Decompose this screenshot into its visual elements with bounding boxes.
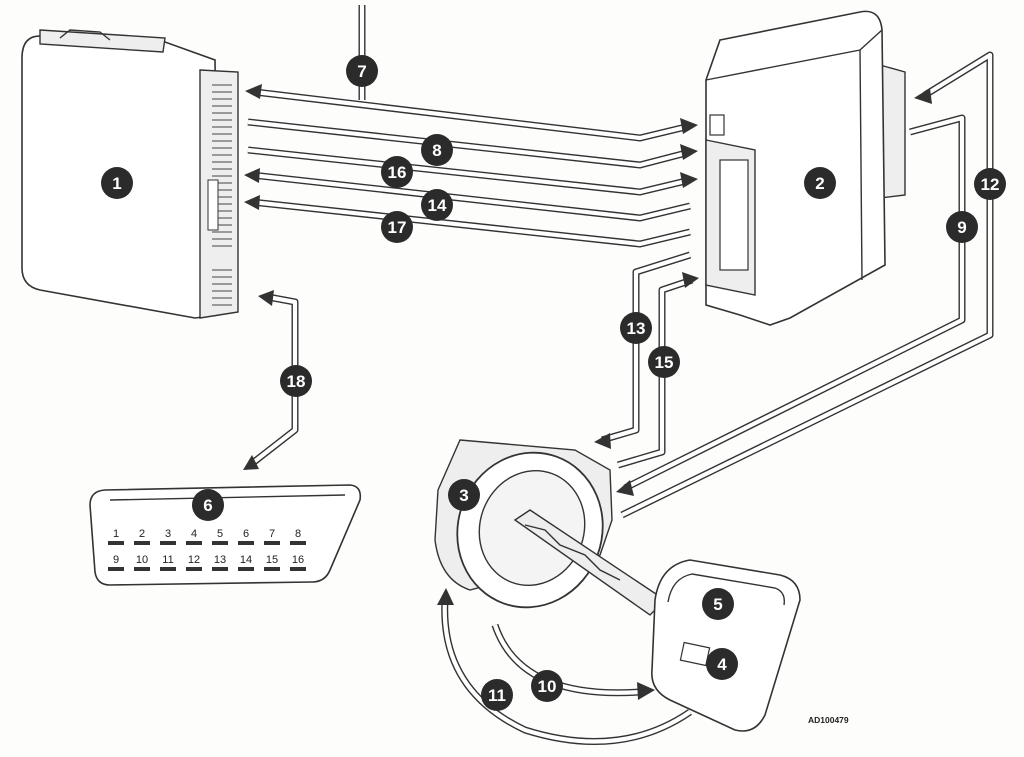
diagnostic-connector: 1 2 3 4 5 6 7 8 9 10 11 12 13 14 15 16 (89, 484, 362, 586)
callout-label: 17 (388, 218, 407, 237)
callout-badge-6: 6 (192, 489, 224, 521)
callout-label: 2 (815, 174, 824, 193)
connector-pin-row-top: 1 2 3 4 5 6 7 8 (113, 528, 301, 540)
callout-label: 7 (357, 62, 366, 81)
callout-label: 13 (627, 319, 646, 338)
callout-badge-14: 14 (421, 189, 453, 221)
callout-badge-18: 18 (280, 365, 312, 397)
callout-label: 8 (432, 141, 441, 160)
callout-badge-15: 15 (648, 346, 680, 378)
pin-label: 12 (188, 554, 200, 566)
callout-badge-16: 16 (381, 156, 413, 188)
pin-label: 8 (295, 528, 301, 540)
pin-label: 5 (217, 528, 223, 540)
immobiliser-module (705, 10, 906, 326)
callout-label: 5 (713, 595, 722, 614)
callout-label: 1 (112, 174, 121, 193)
callout-label: 11 (488, 686, 506, 705)
callout-label: 15 (655, 353, 674, 372)
callout-label: 10 (538, 677, 557, 696)
pin-label: 16 (292, 554, 304, 566)
reference-code: AD100479 (808, 715, 849, 725)
callout-badge-3: 3 (448, 479, 480, 511)
pin-label: 14 (240, 554, 252, 566)
pin-label: 3 (165, 528, 171, 540)
callout-badge-7: 7 (346, 55, 378, 87)
callout-label: 18 (287, 372, 306, 391)
callout-label: 4 (717, 655, 727, 674)
pin-label: 4 (191, 528, 197, 540)
callout-badge-1: 1 (101, 167, 133, 199)
callout-badge-12: 12 (974, 168, 1006, 200)
callout-badge-5: 5 (702, 588, 734, 620)
pin-label: 6 (243, 528, 249, 540)
callout-badge-9: 9 (946, 211, 978, 243)
callout-badge-8: 8 (421, 134, 453, 166)
pin-label: 1 (113, 528, 119, 540)
pin-label: 10 (136, 554, 148, 566)
ignition-key (513, 509, 801, 732)
pin-label: 7 (269, 528, 275, 540)
callout-badge-2: 2 (804, 167, 836, 199)
callout-label: 3 (459, 486, 468, 505)
callout-badge-4: 4 (706, 648, 738, 680)
callout-badge-10: 10 (531, 670, 563, 702)
callout-label: 9 (957, 218, 966, 237)
callout-label: 6 (203, 496, 212, 515)
pin-label: 2 (139, 528, 145, 540)
pin-label: 13 (214, 554, 226, 566)
pin-label: 9 (113, 554, 119, 566)
pin-label: 11 (162, 554, 173, 566)
callout-badge-11: 11 (481, 679, 513, 711)
callout-badge-13: 13 (620, 312, 652, 344)
pin-label: 15 (266, 554, 278, 566)
callout-label: 14 (428, 196, 447, 215)
callout-label: 16 (388, 163, 407, 182)
connector-pin-row-bottom: 9 10 11 12 13 14 15 16 (113, 554, 304, 566)
callout-badge-17: 17 (381, 211, 413, 243)
transponder-chip (679, 641, 711, 667)
callout-label: 12 (981, 175, 1000, 194)
